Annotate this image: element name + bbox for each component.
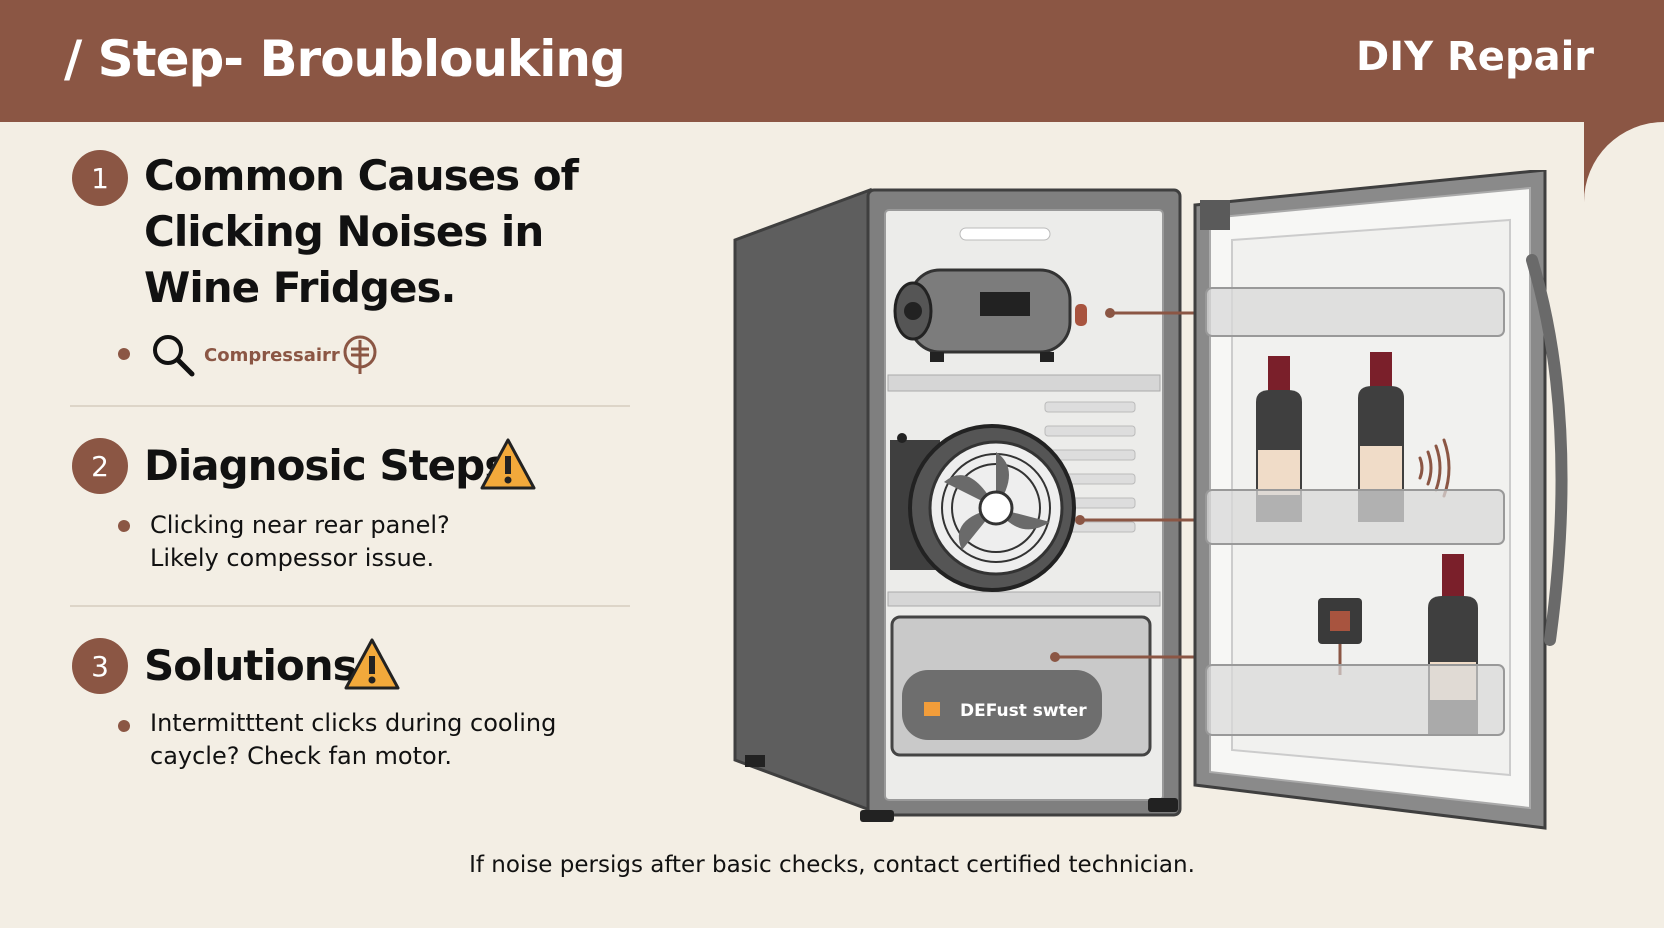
section-divider <box>70 405 630 407</box>
fridge-side-panel <box>733 187 872 813</box>
section-3-body-line-1: Intermitttent clicks during cooling <box>150 709 557 737</box>
step-number-2: 2 <box>72 438 128 494</box>
bullet <box>118 720 130 732</box>
fan-motor <box>890 424 1076 592</box>
warning-icon <box>344 638 400 690</box>
header-corner-decoration <box>1584 122 1664 282</box>
section-2-body-line-1: Clicking near rear panel? <box>150 511 450 539</box>
bullet <box>118 520 130 532</box>
bullet <box>118 348 130 360</box>
wine-fridge-illustration: DEFust swter <box>733 170 1568 830</box>
defrost-switch-label: DEFust swter <box>960 701 1087 721</box>
section-1-title-line-1: Common Causes of <box>144 151 579 200</box>
section-1-title-line-3: Wine Fridges. <box>144 263 456 312</box>
step-number-1: 1 <box>72 150 128 206</box>
footer-note: If noise persigs after basic checks, con… <box>469 852 1195 878</box>
page-title: / Step- Broublouking <box>64 30 626 88</box>
step-number-3: 3 <box>72 638 128 694</box>
search-icon <box>153 335 195 377</box>
header-bar <box>0 0 1664 122</box>
diy-repair-badge: DIY Repair <box>1356 34 1594 80</box>
section-divider <box>70 605 630 607</box>
interior-light <box>959 227 1051 241</box>
defrost-drawer: DEFust swter <box>890 615 1152 757</box>
section-3-title: Solutions <box>144 641 358 690</box>
thermostat-chip-icon <box>1318 598 1362 675</box>
section-1-title: Common Causes of Clicking Noises in Wine… <box>144 148 579 316</box>
compressor-symbol-icon <box>343 335 377 374</box>
compressor-label: Compressairr <box>204 345 340 366</box>
section-2-body: Clicking near rear panel? Likely compess… <box>150 509 450 575</box>
wine-bottle-2 <box>1358 352 1404 522</box>
section-2-title: Diagnosic Steps <box>144 441 509 490</box>
section-1-title-line-2: Clicking Noises in <box>144 207 544 256</box>
compressor <box>893 268 1087 362</box>
section-3-body-line-2: caycle? Check fan motor. <box>150 742 453 770</box>
section-3-body: Intermitttent clicks during cooling cayc… <box>150 707 556 773</box>
warning-icon <box>480 438 536 490</box>
section-2-body-line-2: Likely compessor issue. <box>150 544 435 572</box>
